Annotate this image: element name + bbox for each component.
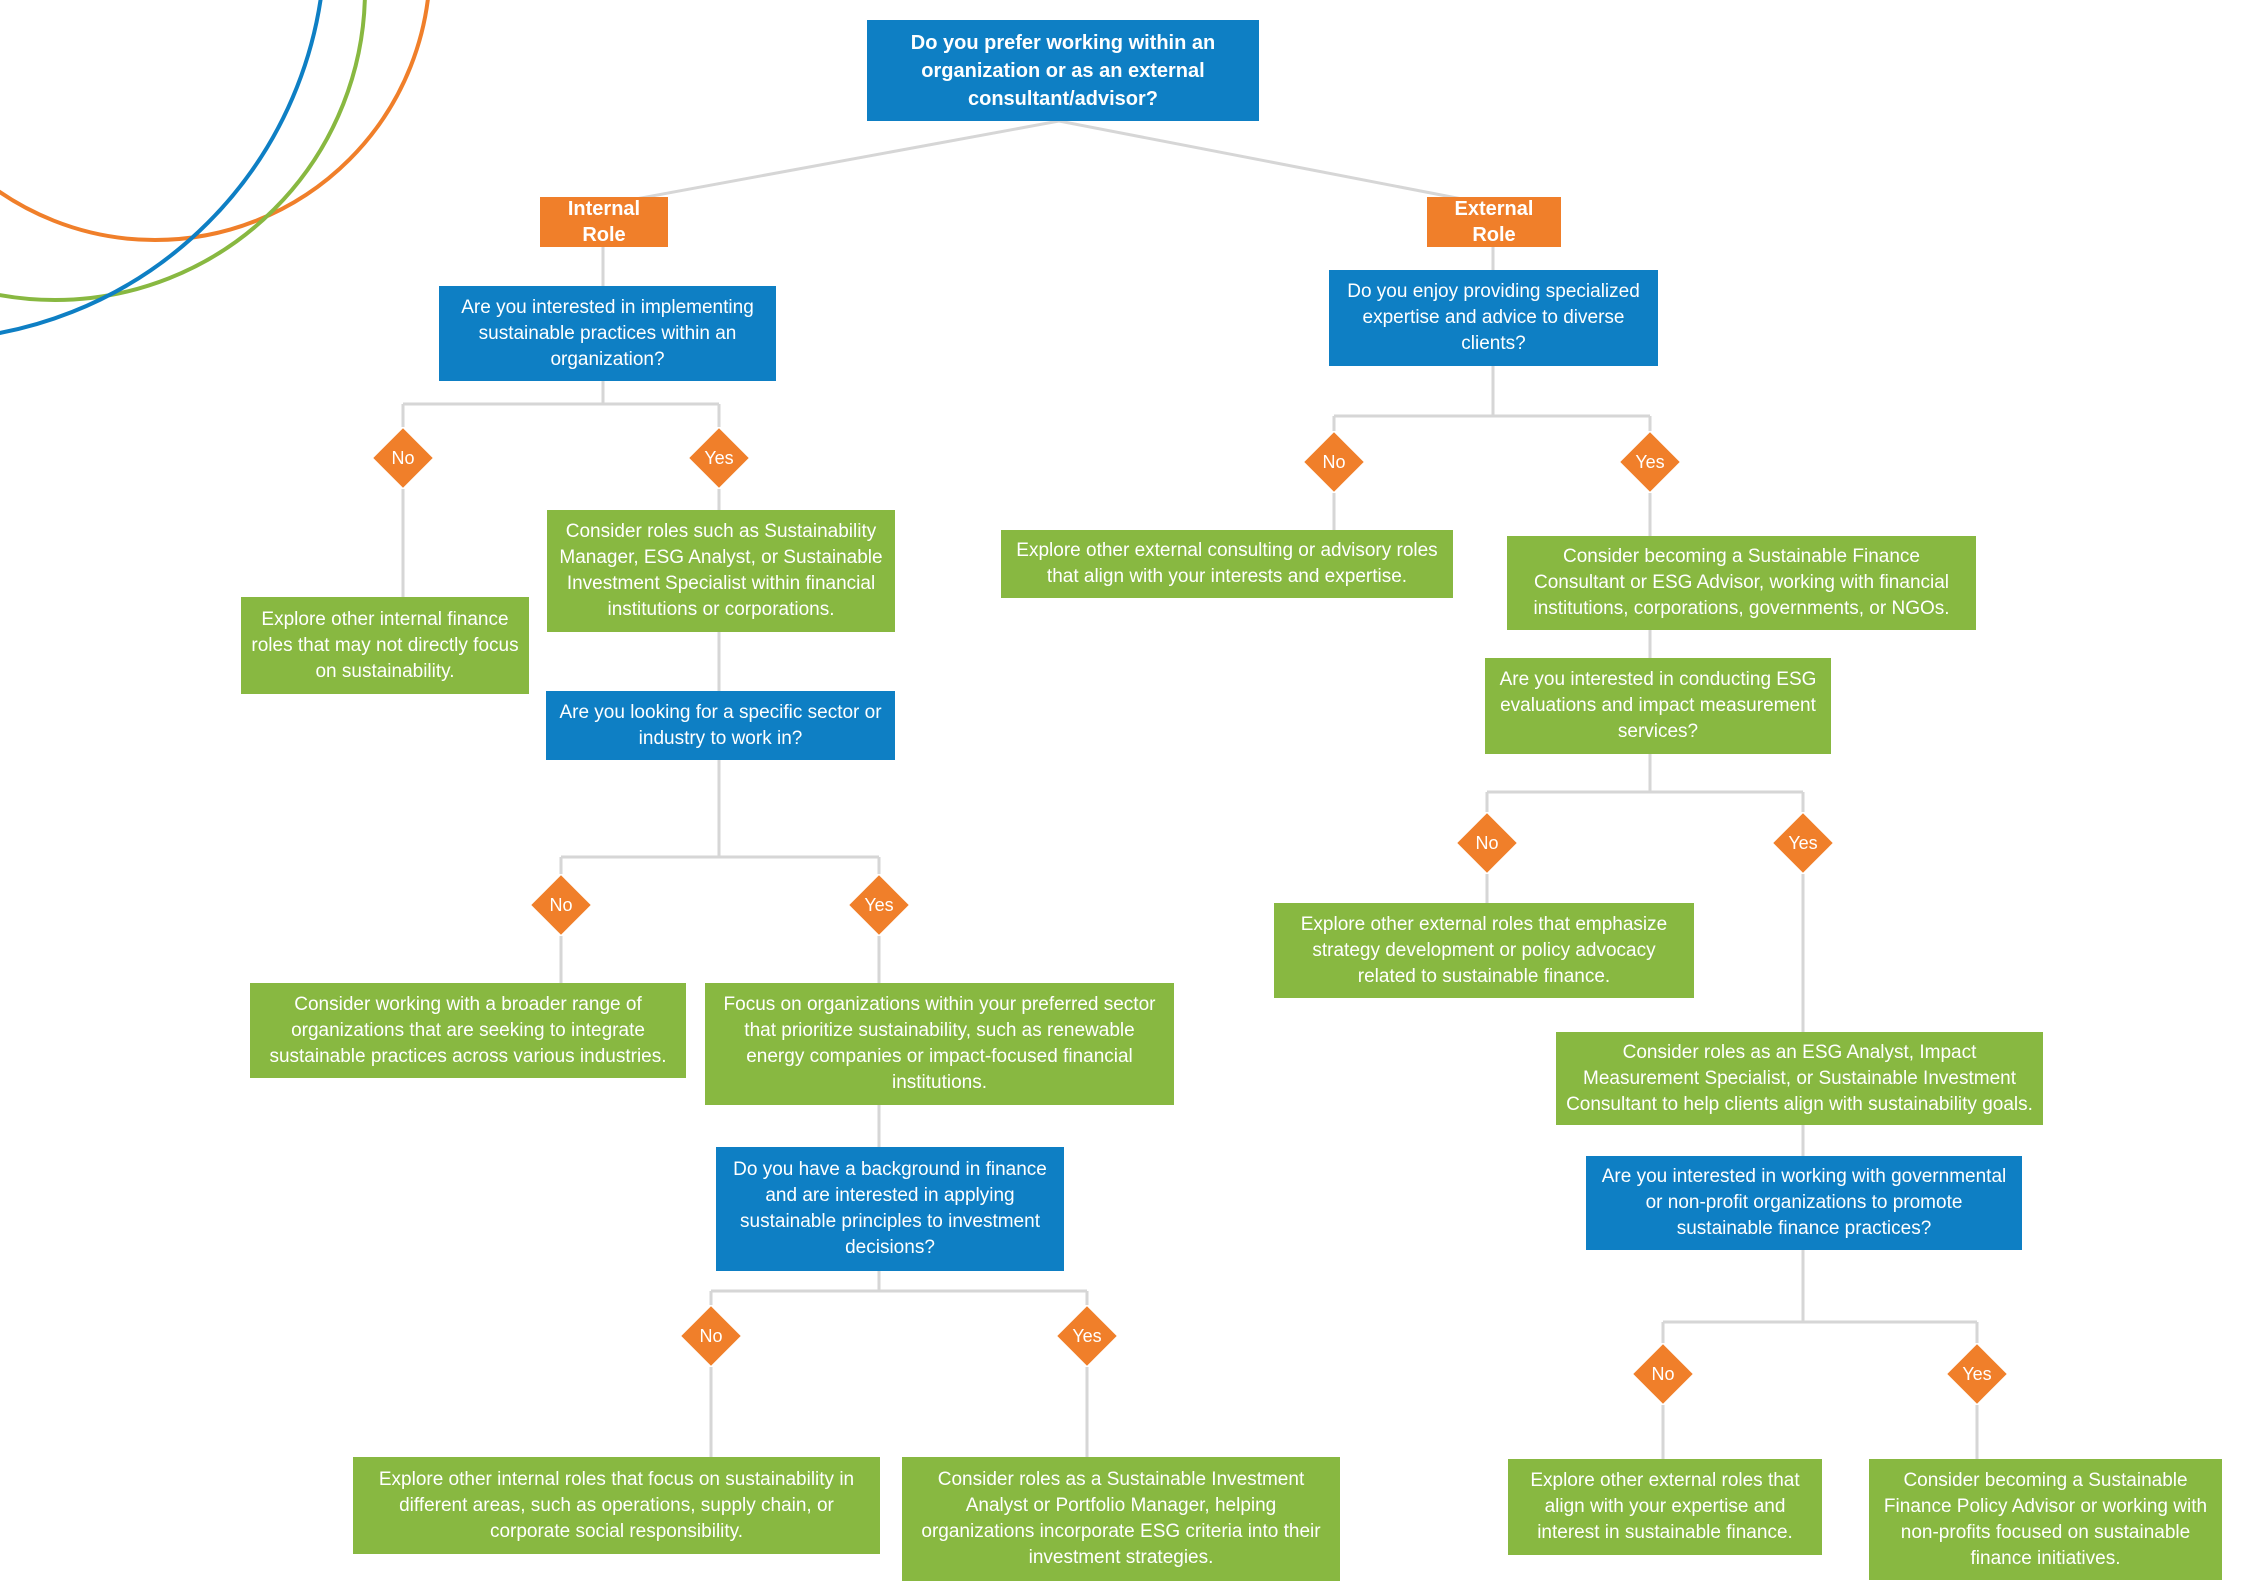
external-q1-yes-diamond: Yes [1619,431,1681,493]
external-question-2: Are you interested in conducting ESG eva… [1485,658,1831,754]
internal-q1-no-diamond: No [372,427,434,489]
internal-q2-no-result: Consider working with a broader range of… [250,983,686,1078]
connector-root-external [1058,119,1494,207]
external-q3-no-result: Explore other external roles that align … [1508,1459,1822,1555]
external-q2-no-label: No [1475,832,1499,853]
internal-question-1: Are you interested in implementing susta… [439,286,776,381]
external-q3-yes-diamond: Yes [1946,1343,2008,1405]
internal-q2-yes-diamond: Yes [848,874,910,936]
connector [1485,754,1805,812]
connector [1332,366,1652,431]
external-q2-no-diamond: No [1456,812,1518,874]
internal-role-label: Internal Role [540,197,668,247]
external-role-label: External Role [1427,197,1561,247]
internal-q1-no-label: No [391,447,415,468]
external-q1-no-result: Explore other external consulting or adv… [1001,530,1453,598]
connector [1661,1250,1979,1343]
internal-q2-yes-label: Yes [864,894,894,915]
connector [559,760,881,874]
external-q2-yes-result: Consider roles as an ESG Analyst, Impact… [1556,1032,2043,1125]
decorative-arc-green [0,0,367,302]
external-q2-no-result: Explore other external roles that emphas… [1274,903,1694,998]
decorative-arc-blue [0,0,323,335]
internal-q3-yes-diamond: Yes [1056,1305,1118,1367]
internal-q3-no-label: No [699,1325,723,1346]
external-q3-yes-result: Consider becoming a Sustainable Finance … [1869,1459,2222,1580]
external-question-3: Are you interested in working with gover… [1586,1156,2022,1250]
external-q3-yes-label: Yes [1962,1363,1992,1384]
external-q1-no-label: No [1322,451,1346,472]
internal-q3-no-diamond: No [680,1305,742,1367]
internal-q1-yes-diamond: Yes [688,427,750,489]
connector-root-internal [602,119,1060,207]
internal-q2-no-diamond: No [530,874,592,936]
connector [709,1271,1089,1305]
internal-q3-yes-result: Consider roles as a Sustainable Investme… [902,1457,1340,1581]
internal-question-2: Are you looking for a specific sector or… [546,691,895,760]
external-question-1: Do you enjoy providing specialized exper… [1329,270,1658,366]
internal-q3-yes-label: Yes [1072,1325,1102,1346]
external-q1-yes-label: Yes [1635,451,1665,472]
external-q2-yes-label: Yes [1788,832,1818,853]
root-question: Do you prefer working within an organiza… [867,20,1259,121]
internal-question-3: Do you have a background in finance and … [716,1147,1064,1271]
internal-q2-no-label: No [549,894,573,915]
internal-q1-yes-result: Consider roles such as Sustainability Ma… [547,510,895,632]
internal-q1-no-result: Explore other internal finance roles tha… [241,597,529,694]
external-q1-no-diamond: No [1303,431,1365,493]
decorative-arc-orange [0,0,430,242]
internal-q3-no-result: Explore other internal roles that focus … [353,1457,880,1554]
internal-q1-yes-label: Yes [704,447,734,468]
external-q2-yes-diamond: Yes [1772,812,1834,874]
connector [401,380,721,427]
external-q1-yes-result: Consider becoming a Sustainable Finance … [1507,536,1976,630]
external-q3-no-label: No [1651,1363,1675,1384]
external-q3-no-diamond: No [1632,1343,1694,1405]
internal-q2-yes-result: Focus on organizations within your prefe… [705,983,1174,1105]
